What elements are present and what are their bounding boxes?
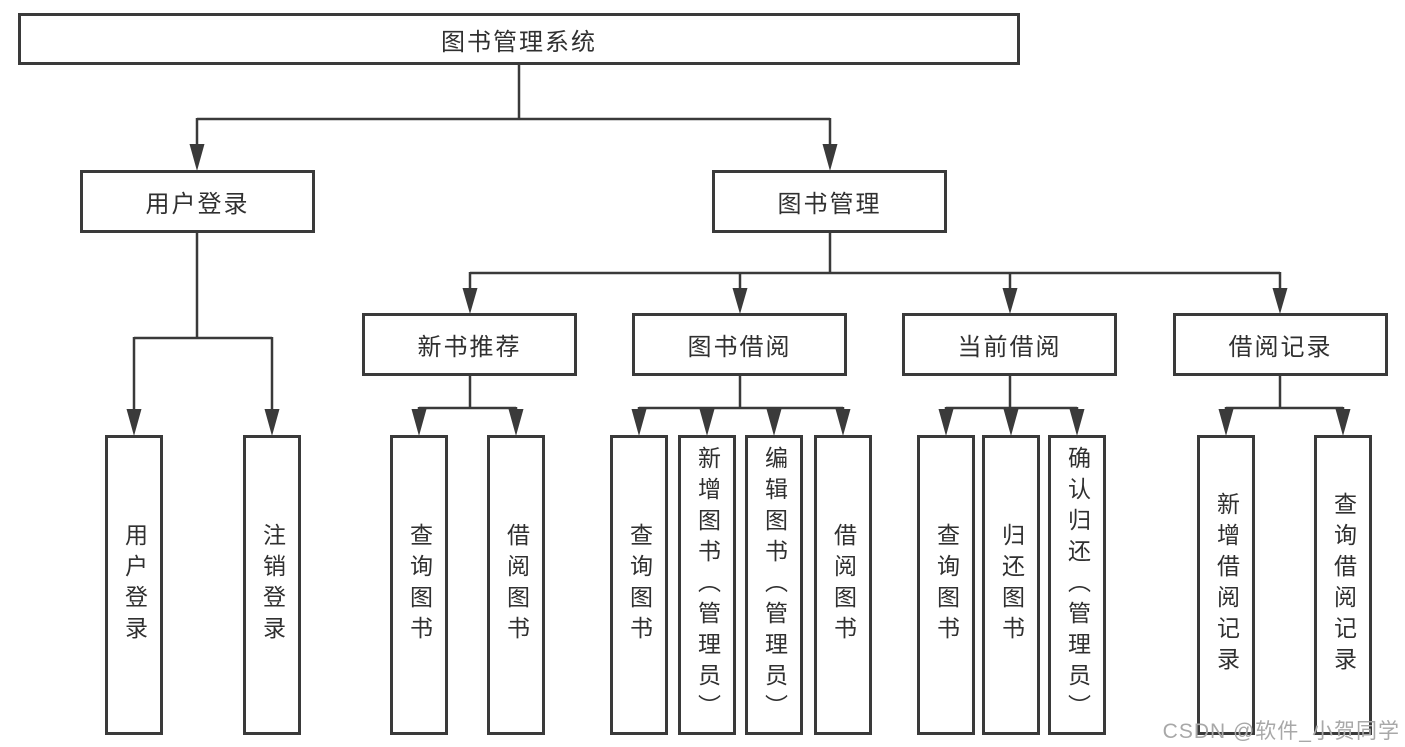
node-current-borrowing: 当前借阅 bbox=[902, 313, 1117, 376]
node-query-books-current: 查询图书 bbox=[917, 435, 975, 735]
node-borrow-books-borrowing: 借阅图书 bbox=[814, 435, 872, 735]
node-edit-books-admin: 编辑图书（管理员） bbox=[745, 435, 803, 735]
node-book-management: 图书管理 bbox=[712, 170, 947, 233]
node-new-book-recommendation: 新书推荐 bbox=[362, 313, 577, 376]
watermark-text: CSDN @软件_小贺同学 bbox=[1162, 720, 1400, 743]
node-borrowing-records: 借阅记录 bbox=[1173, 313, 1388, 376]
node-login: 用户登录 bbox=[105, 435, 163, 735]
node-query-borrow-record: 查询借阅记录 bbox=[1314, 435, 1372, 735]
node-user-login: 用户登录 bbox=[80, 170, 315, 233]
node-confirm-return-admin: 确认归还（管理员） bbox=[1048, 435, 1106, 735]
node-add-borrow-record: 新增借阅记录 bbox=[1197, 435, 1255, 735]
node-borrow-books-recommend: 借阅图书 bbox=[487, 435, 545, 735]
arrowheads bbox=[126, 144, 1351, 436]
node-logout: 注销登录 bbox=[243, 435, 301, 735]
node-return-books: 归还图书 bbox=[982, 435, 1040, 735]
node-query-books-recommend: 查询图书 bbox=[390, 435, 448, 735]
node-query-books-borrowing: 查询图书 bbox=[610, 435, 668, 735]
node-book-borrowing: 图书借阅 bbox=[632, 313, 847, 376]
node-library-system: 图书管理系统 bbox=[18, 13, 1020, 65]
node-add-books-admin: 新增图书（管理员） bbox=[678, 435, 736, 735]
